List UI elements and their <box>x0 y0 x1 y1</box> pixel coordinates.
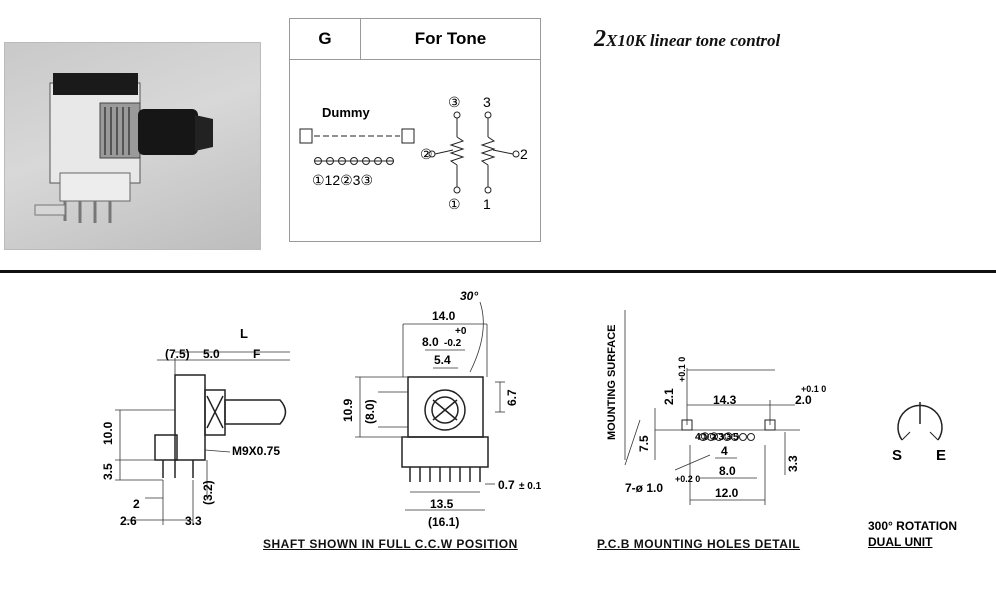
pot-b-bottom-pin: 1 <box>483 196 491 212</box>
dim-2-0: 2.0 <box>795 393 812 407</box>
holes-label: 7-ø 1.0 <box>625 481 663 495</box>
dim-10-9: 10.9 <box>341 398 355 422</box>
tol-0-1: ± 0.1 <box>519 481 542 492</box>
dim-5-0: 5.0 <box>203 347 220 361</box>
headline-prefix: 2 <box>594 26 606 52</box>
dim-8-0-paren: (8.0) <box>363 399 377 424</box>
pot-a-bottom-pin: ① <box>448 196 461 212</box>
dim-4: 4 <box>721 444 728 458</box>
headline-rest: X10K linear tone control <box>606 31 781 50</box>
pin-row-labels: ①12②3③ <box>312 172 373 188</box>
rotation-start-label: S <box>892 447 902 464</box>
dim-3-3-pcb: 3.3 <box>786 455 800 472</box>
schematic-drawing: Dummy ①12②3③ ③ ② ① 3 2 1 <box>299 94 528 212</box>
rotation-line-1: 300° ROTATION <box>868 519 958 533</box>
dim-3-5: 3.5 <box>101 463 115 480</box>
angle-30: 30° <box>460 289 478 303</box>
dim-6-7: 6.7 <box>505 389 519 406</box>
front-view-caption: SHAFT SHOWN IN FULL C.C.W POSITION <box>263 537 518 551</box>
pcb-pin-labels: 4①②3③5 <box>695 432 739 443</box>
dim-8-0: 8.0 <box>422 335 439 349</box>
dim-14-0: 14.0 <box>432 309 456 323</box>
tol-minus-0-2: -0.2 <box>444 338 462 349</box>
potentiometer-photo-icon <box>34 73 213 223</box>
dim-10-0: 10.0 <box>101 421 115 445</box>
pot-a-top-pin: ③ <box>448 94 461 110</box>
side-view-drawing: L (7.5) 5.0 F 10.0 3.5 2 2.6 3.3 (3.2) M… <box>101 326 290 528</box>
rotation-note: 300° ROTATION DUAL UNIT <box>868 518 957 550</box>
dim-F: F <box>253 347 260 361</box>
dummy-label: Dummy <box>322 105 370 120</box>
mounting-surface-label: MOUNTING SURFACE <box>606 325 618 441</box>
tol-2-1: +0.1 0 <box>677 357 687 382</box>
dim-16-1: (16.1) <box>428 515 459 529</box>
pcb-caption: P.C.B MOUNTING HOLES DETAIL <box>597 537 801 551</box>
product-headline: 2X10K linear tone control <box>594 26 780 53</box>
pot-b-wiper-pin: 2 <box>520 146 528 162</box>
dim-L: L <box>240 326 248 341</box>
dim-8-0-pcb: 8.0 <box>719 464 736 478</box>
schematic-use: For Tone <box>361 19 540 60</box>
section-divider <box>0 270 996 273</box>
front-view-drawing: 30° 14.0 +0 8.0 -0.2 5.4 10.9 (8.0) 6.7 … <box>341 289 542 529</box>
dim-2: 2 <box>133 497 140 511</box>
resistor-b-icon <box>480 111 520 194</box>
dim-7-5: (7.5) <box>165 347 190 361</box>
holes-tol: +0.2 0 <box>675 474 700 484</box>
dim-7-5-pcb: 7.5 <box>637 435 651 452</box>
dim-5-4: 5.4 <box>434 353 451 367</box>
pcb-holes-drawing: MOUNTING SURFACE 2.1 +0.1 0 14.3 2.0 +0.… <box>606 310 826 505</box>
pot-a-wiper-pin: ② <box>420 146 433 162</box>
rotation-diagram-icon: S E <box>892 402 946 464</box>
tol-plus-0: +0 <box>455 326 467 337</box>
dim-3-2: (3.2) <box>201 480 215 505</box>
dim-12-0: 12.0 <box>715 486 739 500</box>
dim-3-3: 3.3 <box>185 514 202 528</box>
schematic-code: G <box>290 19 361 60</box>
rotation-line-2: DUAL UNIT <box>868 535 933 549</box>
dim-2-6: 2.6 <box>120 514 137 528</box>
rotation-end-label: E <box>936 447 946 464</box>
pinout-schematic: G For Tone Dummy ①12②3③ ③ ② ① 3 2 1 <box>289 18 541 242</box>
dim-0-7: 0.7 <box>498 478 515 492</box>
thread-label: M9X0.75 <box>232 444 280 458</box>
pot-b-top-pin: 3 <box>483 94 491 110</box>
dim-14-3: 14.3 <box>713 393 737 407</box>
product-photo <box>4 42 261 250</box>
tol-2-0: +0.1 0 <box>801 384 826 394</box>
resistor-a-icon <box>428 111 465 194</box>
dim-2-1: 2.1 <box>662 388 676 405</box>
dim-13-5: 13.5 <box>430 497 454 511</box>
